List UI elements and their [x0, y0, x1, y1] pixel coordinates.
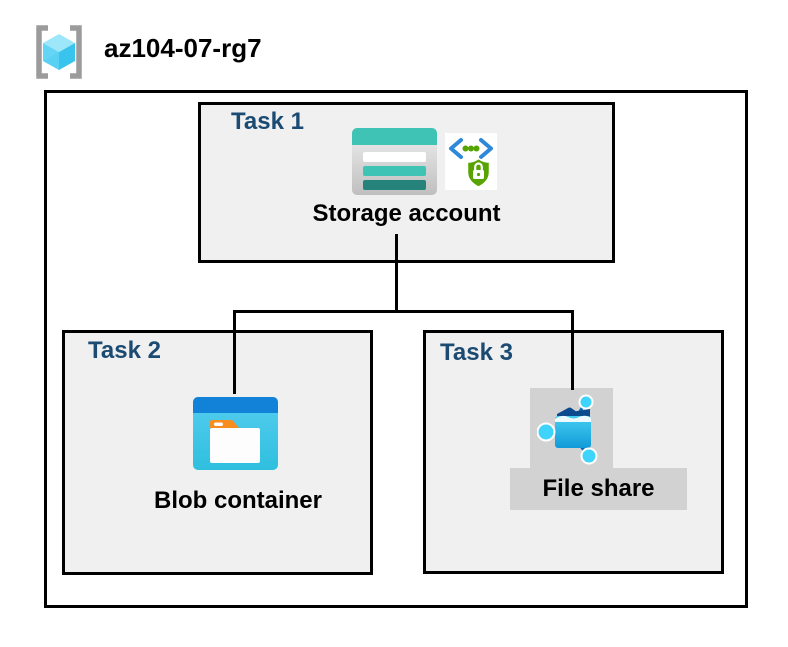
task2-panel — [62, 330, 373, 575]
file-share-label: File share — [542, 475, 655, 502]
task3-label: Task 3 — [440, 339, 513, 366]
secure-access-sas-icon — [445, 133, 497, 190]
connector-horizontal — [233, 310, 574, 313]
connector-storage-stem — [395, 234, 398, 312]
blob-container-icon — [193, 397, 278, 470]
task2-label: Task 2 — [88, 337, 161, 364]
fileshare-label-highlight: File share — [510, 468, 687, 510]
resource-group-icon — [36, 25, 82, 79]
task1-label: Task 1 — [231, 108, 304, 135]
connector-to-blob — [233, 310, 236, 394]
resource-group-name: az104-07-rg7 — [104, 33, 262, 63]
connector-to-fileshare — [571, 310, 574, 390]
file-share-icon — [537, 394, 598, 465]
blob-container-label: Blob container — [153, 487, 322, 514]
storage-account-label: Storage account — [312, 200, 501, 227]
storage-account-icon — [352, 128, 437, 195]
